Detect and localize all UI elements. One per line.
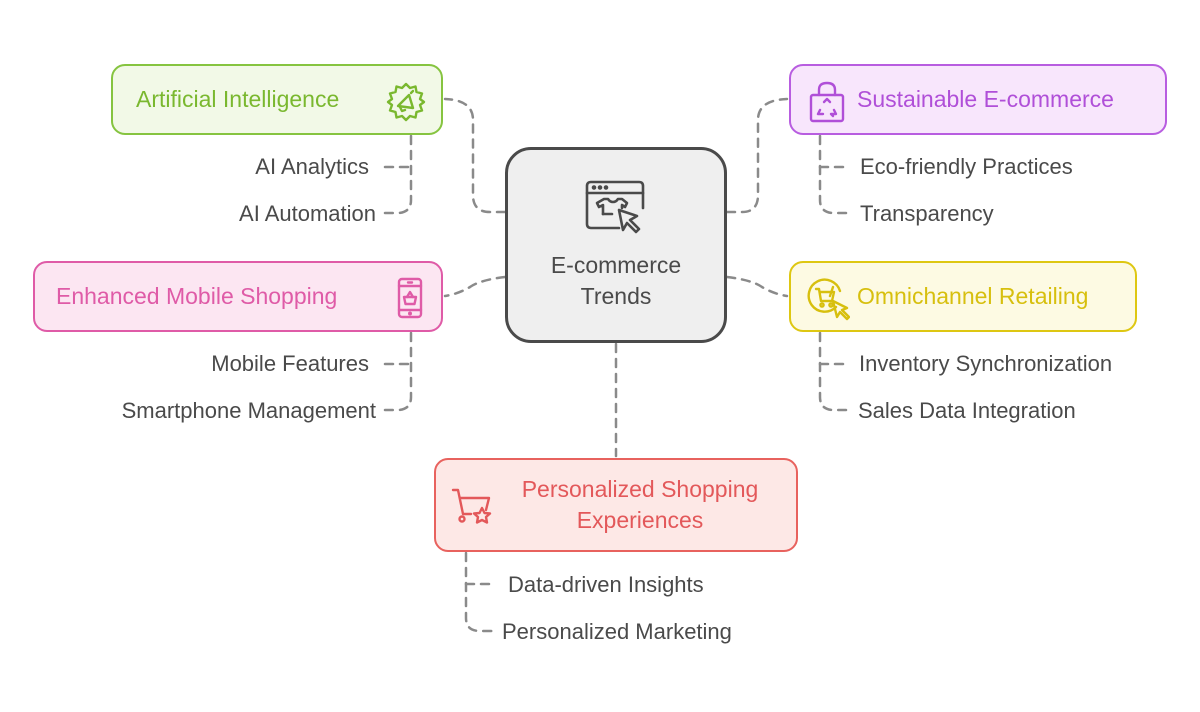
leaf-eco-friendly-practices: Eco-friendly Practices [860,154,1073,179]
branch-label-mobile: Enhanced Mobile Shopping [56,283,338,309]
branch-label-sustainable: Sustainable E-commerce [857,86,1114,112]
cart-cursor-icon [806,277,850,321]
center-node[interactable]: E-commerce Trends [505,147,727,343]
leaf-ai-analytics: AI Analytics [255,154,369,179]
branch-label-personalized-line1: Personalized Shopping [521,476,759,502]
connector-mobile-children [383,331,413,412]
connector-center-ai [443,97,507,214]
branch-node-personalized[interactable]: Personalized Shopping Experiences [434,458,798,552]
leaf-ai-automation: AI Automation [239,201,376,226]
branch-label-personalized: Personalized Shopping Experiences [504,474,776,536]
connector-omnichannel-children [818,331,848,412]
center-label-line1: E-commerce [550,252,682,278]
leaf-transparency: Transparency [860,201,994,226]
branch-label-personalized-line2: Experiences [576,507,704,533]
branch-node-omnichannel[interactable]: Omnichannel Retailing [789,261,1137,332]
gear-megaphone-icon [385,81,427,123]
browser-shirt-cursor-icon [583,178,649,244]
leaf-personalized-marketing: Personalized Marketing [502,619,732,644]
branch-label-ai: Artificial Intelligence [136,86,340,112]
branch-node-mobile[interactable]: Enhanced Mobile Shopping [33,261,443,332]
connector-center-omnichannel [725,275,789,298]
connector-ai-children [383,134,413,215]
leaf-sales-data-integration: Sales Data Integration [858,398,1076,423]
smartphone-basket-icon [397,277,423,319]
leaf-data-driven-insights: Data-driven Insights [508,572,704,597]
connector-sustainable-children [818,134,848,215]
branch-node-ai[interactable]: Artificial Intelligence [111,64,443,135]
leaf-inventory-synchronization: Inventory Synchronization [859,351,1113,376]
leaf-mobile-features: Mobile Features [211,351,369,376]
center-label-line2: Trends [580,283,652,309]
recycle-bag-icon [807,81,847,123]
connector-personalized-children [464,551,494,633]
center-label: E-commerce Trends [551,250,681,312]
connector-center-mobile [443,275,507,298]
branch-node-sustainable[interactable]: Sustainable E-commerce [789,64,1167,135]
leaf-smartphone-management: Smartphone Management [121,398,376,423]
connector-center-sustainable [725,97,789,214]
branch-label-omnichannel: Omnichannel Retailing [857,283,1089,309]
cart-star-icon [451,486,493,528]
